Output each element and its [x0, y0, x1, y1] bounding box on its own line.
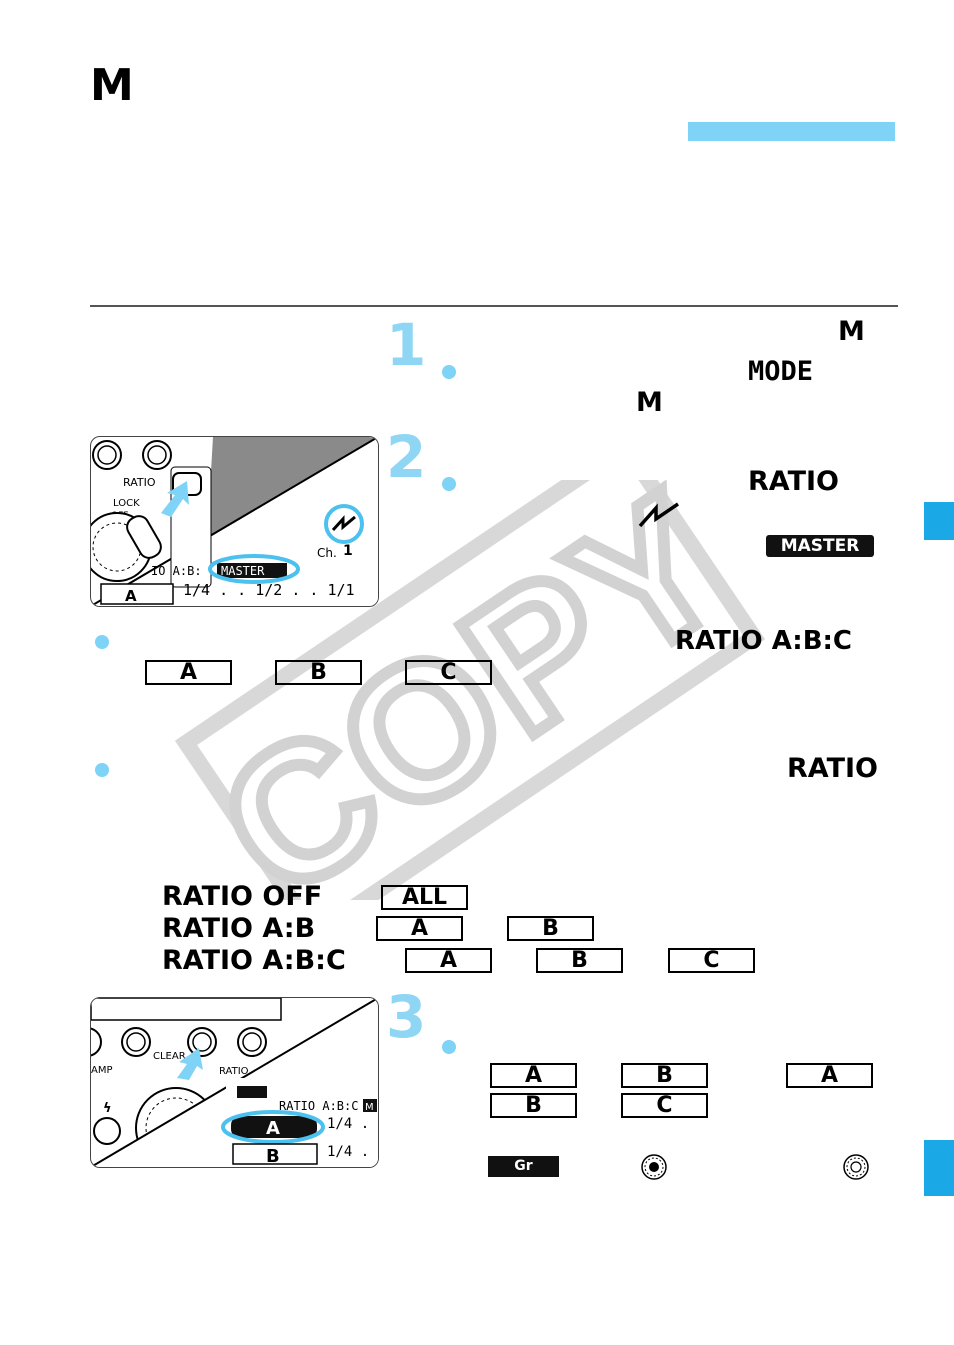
fig-ch-value: 1 [343, 543, 353, 559]
flash-icon [638, 502, 679, 528]
select-dial-icon [641, 1154, 667, 1180]
fig3-status-text: RATIO A:B:C [279, 1099, 358, 1113]
group-box-b: B [507, 916, 594, 941]
fig-ch-label: Ch. [317, 546, 337, 560]
gr-badge: Gr [488, 1156, 559, 1177]
group-box-a: A [376, 916, 463, 941]
bullet [95, 635, 109, 649]
group-box-a: A [405, 948, 492, 973]
figure-ratio-button: RATIO LOCK OFF Ch. 1 IO A:B: MASTER A 1/… [90, 436, 379, 607]
group-box-c: C [668, 948, 755, 973]
step-1-heading-mode: M [838, 316, 865, 347]
group-box-b: B [275, 660, 362, 685]
chapter-tab [924, 502, 954, 540]
step-2-number: 2 [386, 423, 427, 491]
bullet [442, 365, 456, 379]
group-box-a: A [145, 660, 232, 685]
fig-scale-text: 1/4 . . 1/2 . . 1/1 [183, 581, 355, 599]
bullet [95, 763, 109, 777]
sequence-box-b: B [621, 1063, 708, 1088]
sequence-box-c: C [621, 1093, 708, 1118]
sequence-box-b-2: B [490, 1093, 577, 1118]
fig3-amp-label: AMP [91, 1065, 113, 1076]
fig3-clear-label: CLEAR [153, 1051, 186, 1062]
chapter-tab-active [924, 1140, 954, 1196]
fig-status-text: IO A:B: [151, 564, 202, 578]
section-divider [90, 305, 898, 307]
fig3-selected-group: A [266, 1118, 280, 1139]
ratio-off-label: RATIO OFF [162, 881, 323, 912]
figure-group-select: CLEAR AMP RATIO ϟ RATIO A:B:C M A B 1/4 … [90, 997, 379, 1168]
ratio-label: RATIO [787, 753, 879, 784]
fig3-value-1: 1/4 . . [327, 1116, 378, 1132]
mode-button-label: MODE [748, 356, 814, 387]
step-3-number: 3 [386, 983, 427, 1051]
ratio-abc-label: RATIO A:B:C [675, 626, 852, 656]
ratio-abc-row-label: RATIO A:B:C [162, 945, 346, 976]
group-box-all: ALL [381, 885, 468, 910]
fig-lock-label: LOCK [113, 498, 140, 509]
sequence-box-a-return: A [786, 1063, 873, 1088]
header-accent-bar [688, 122, 895, 141]
bullet [442, 1040, 456, 1054]
master-badge: MASTER [766, 535, 874, 557]
fig3-status-tail: M [365, 1102, 374, 1113]
fig3-next-group: B [266, 1146, 280, 1167]
fig3-ratio-label: RATIO [219, 1066, 249, 1077]
svg-text:ϟ: ϟ [103, 1101, 112, 1116]
group-box-c: C [405, 660, 492, 685]
group-box-b: B [536, 948, 623, 973]
bullet [442, 477, 456, 491]
fig-group-text: A [125, 587, 137, 605]
fig-master-text: MASTER [221, 564, 265, 578]
fig3-value-2: 1/4 . . [327, 1144, 378, 1160]
select-dial-outline-icon [843, 1154, 869, 1180]
ratio-button-label: RATIO [748, 466, 840, 497]
ratio-ab-label: RATIO A:B [162, 913, 316, 944]
step-1-number: 1 [386, 311, 427, 379]
mode-value-label: M [636, 387, 663, 418]
fig-ratio-label: RATIO [123, 476, 156, 489]
sequence-box-a: A [490, 1063, 577, 1088]
page-title: M [90, 60, 134, 111]
